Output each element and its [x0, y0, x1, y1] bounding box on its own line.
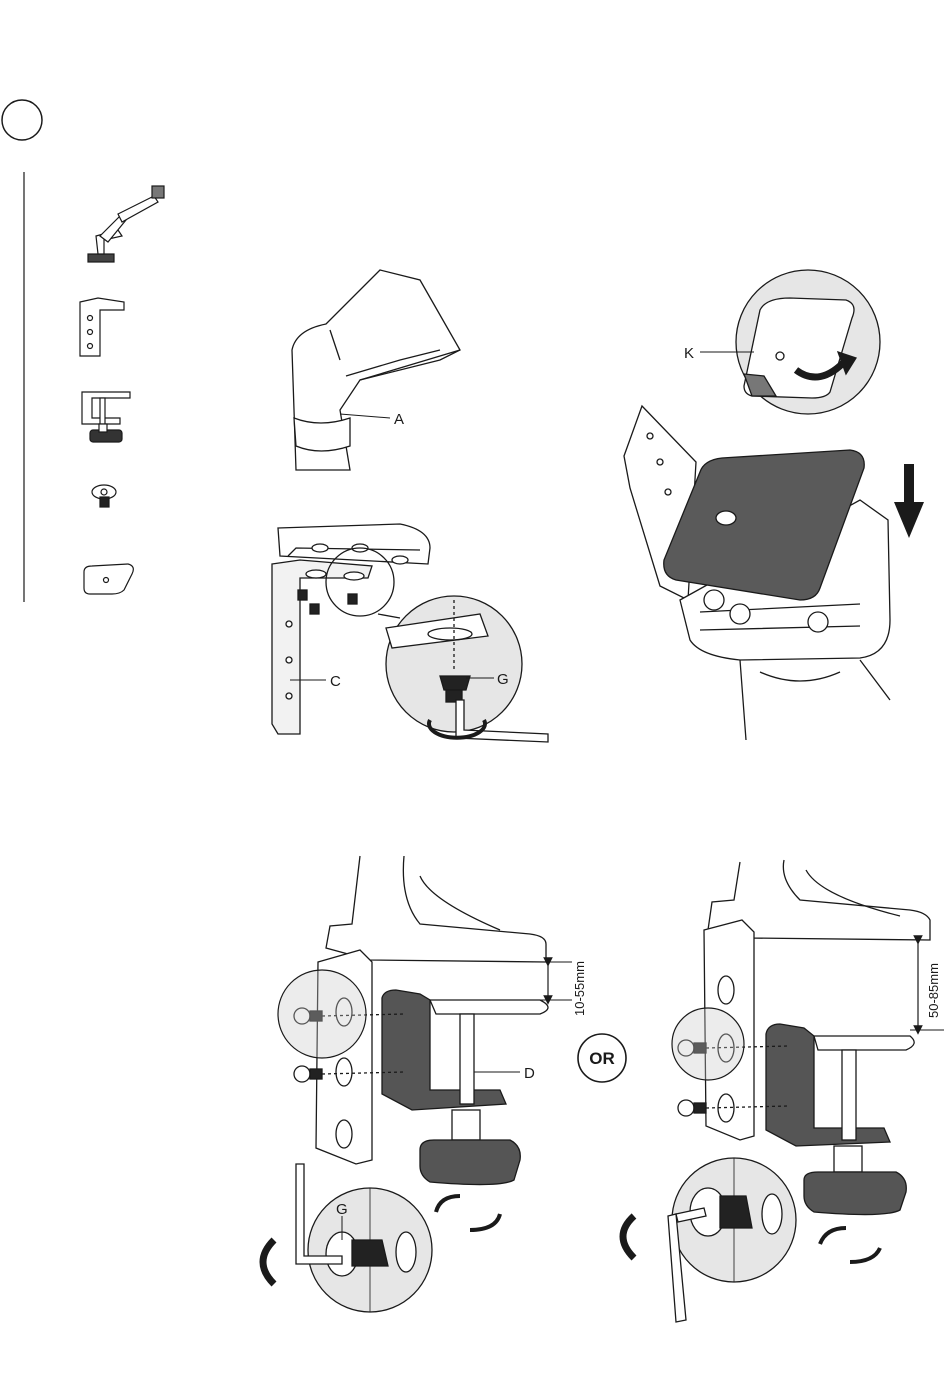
vesa-head-drawing [624, 406, 890, 740]
pad-k-zoom-detail [736, 270, 880, 414]
zoom-circle-screw-upper-right [672, 1008, 744, 1080]
zoom-screw-g-bottom-detail [263, 1164, 432, 1312]
zoom-circle-screw-upper [278, 970, 366, 1058]
label-d: D [524, 1065, 535, 1082]
callout-line-a [340, 414, 390, 418]
down-arrow-icon [894, 464, 924, 538]
rotate-arrows-icon-right [820, 1228, 880, 1262]
label-a: A [394, 411, 404, 428]
part-screw-g-icon [92, 485, 116, 507]
dimension-label-large: 50-85mm [926, 963, 941, 1018]
or-badge: OR [578, 1034, 626, 1082]
part-clamp-d-icon [82, 392, 130, 442]
label-g-bottom: G [336, 1201, 348, 1218]
dimension-label-small: 10-55mm [572, 961, 587, 1016]
rotate-arrows-icon-left [436, 1196, 500, 1230]
label-g-top: G [497, 671, 509, 688]
label-c: C [330, 673, 341, 690]
zoom-screw-detail-right [623, 1158, 796, 1322]
part-monitor-arm-icon [88, 186, 164, 262]
zoom-screw-g-detail [386, 596, 548, 742]
part-bracket-c-icon [80, 298, 124, 356]
part-pad-k-icon [84, 564, 133, 594]
label-k: K [684, 345, 694, 362]
or-label: OR [589, 1049, 615, 1068]
step-number-circle [2, 100, 42, 140]
